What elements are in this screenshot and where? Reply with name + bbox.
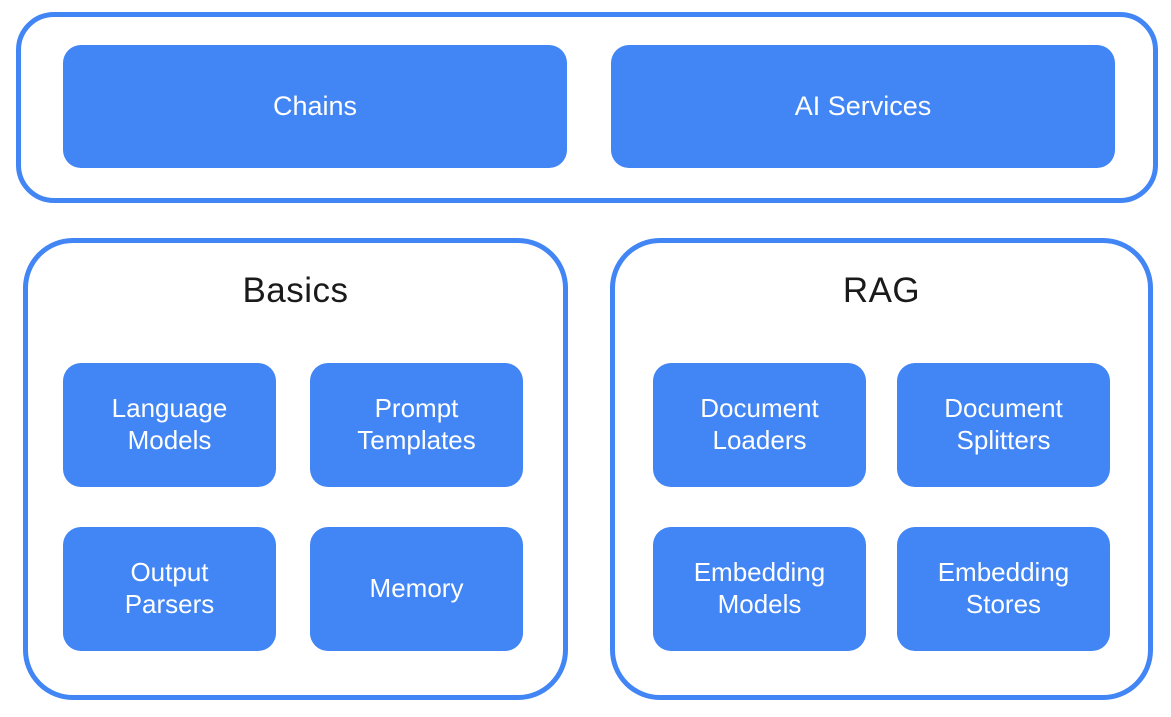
diagram-node-memory: Memory (310, 527, 523, 651)
diagram-node-embedding-stores: Embedding Stores (897, 527, 1110, 651)
diagram-node-document-splitters: Document Splitters (897, 363, 1110, 487)
diagram-node-embedding-models: Embedding Models (653, 527, 866, 651)
rag-group-title: RAG (842, 271, 921, 310)
diagram-node-output-parsers: Output Parsers (63, 527, 276, 651)
diagram-node-prompt-templates: Prompt Templates (310, 363, 523, 487)
basics-group-title: Basics (242, 271, 349, 310)
diagram-node-chains: Chains (63, 45, 567, 168)
diagram-node-language-models: Language Models (63, 363, 276, 487)
diagram-node-ai-services: AI Services (611, 45, 1115, 168)
diagram-node-document-loaders: Document Loaders (653, 363, 866, 487)
